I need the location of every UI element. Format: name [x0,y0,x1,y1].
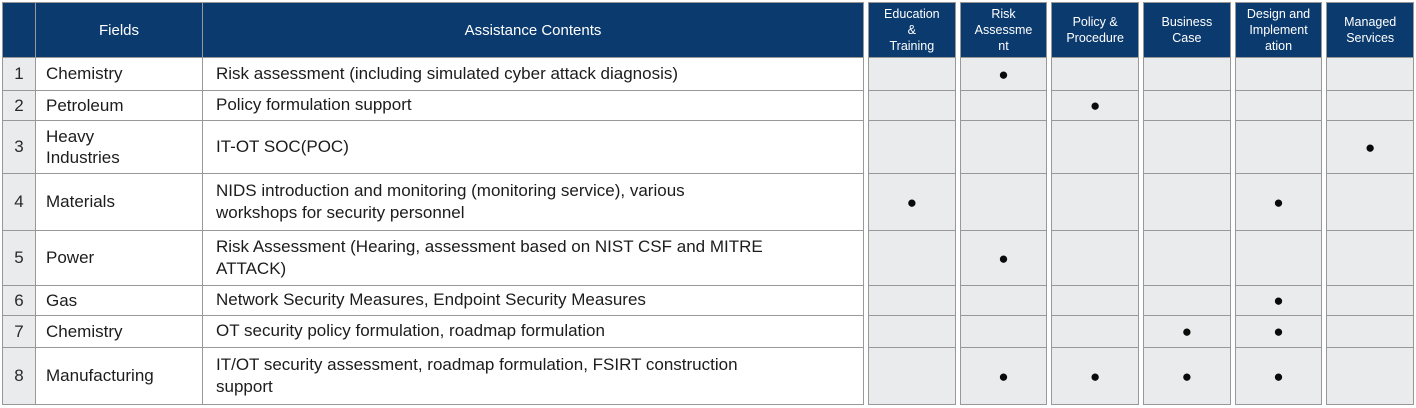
header-cell-row-number [3,3,36,57]
mark-cell [1235,57,1322,90]
mark-cell [1327,347,1414,404]
mark-cell [1235,120,1322,173]
mark-cell [960,120,1047,173]
field-cell: Chemistry [36,316,203,347]
mark-cell [1235,90,1322,120]
mark-cell: ● [869,173,955,230]
category-column-design-implementation: Design and Implement ation ● ● ● ● [1234,2,1323,405]
field-cell: Heavy Industries [36,121,203,173]
mark-cell: ● [1235,347,1322,404]
field-cell: Chemistry [36,58,203,90]
table-row: 2 Petroleum Policy formulation support [3,90,863,120]
row-number: 1 [3,58,36,90]
category-header: Business Case [1144,3,1230,57]
mark-cell [1144,285,1230,315]
category-column-managed-services: Managed Services ● [1326,2,1415,405]
category-column-policy-procedure: Policy & Procedure ● ● [1051,2,1140,405]
mark-cell: ● [1052,90,1139,120]
mark-cell [869,230,955,285]
mark-cell [960,173,1047,230]
mark-cell: ● [1235,315,1322,347]
table-row: 7 Chemistry OT security policy formulati… [3,315,863,347]
category-header: Education & Training [869,3,955,57]
mark-cell [1144,120,1230,173]
mark-cell [1327,173,1414,230]
mark-cell: ● [1144,347,1230,404]
table-row: 8 Manufacturing IT/OT security assessmen… [3,347,863,404]
mark-cell: ● [1327,120,1414,173]
content-cell: IT-OT SOC(POC) [203,121,863,173]
mark-cell [1144,90,1230,120]
mark-cell [1327,57,1414,90]
category-column-business-case: Business Case ● ● [1143,2,1231,405]
mark-cell: ● [960,347,1047,404]
mark-cell [1052,315,1139,347]
mark-cell [1144,230,1230,285]
category-columns: Education & Training ● Risk Assessme nt … [868,2,1415,405]
mark-cell [1144,173,1230,230]
mark-cell [1052,285,1139,315]
content-cell: Network Security Measures, Endpoint Secu… [203,286,863,315]
field-cell: Materials [36,174,203,230]
mark-cell [869,120,955,173]
table-row: 6 Gas Network Security Measures, Endpoin… [3,285,863,315]
table-row: 1 Chemistry Risk assessment (including s… [3,57,863,90]
row-number: 6 [3,286,36,315]
mark-cell: ● [1235,285,1322,315]
mark-cell [1327,285,1414,315]
row-number: 5 [3,231,36,285]
mark-cell [869,347,955,404]
content-cell: Risk assessment (including simulated cyb… [203,58,863,90]
mark-cell: ● [960,230,1047,285]
mark-cell [1327,315,1414,347]
mark-cell [960,90,1047,120]
field-cell: Petroleum [36,91,203,120]
mark-cell: ● [960,57,1047,90]
mark-cell: ● [1144,315,1230,347]
field-cell: Power [36,231,203,285]
row-number: 4 [3,174,36,230]
mark-cell [1052,57,1139,90]
category-header: Managed Services [1327,3,1414,57]
mark-cell [1327,230,1414,285]
row-number: 8 [3,348,36,404]
table-header-row: Fields Assistance Contents [3,3,863,57]
assistance-table: Fields Assistance Contents 1 Chemistry R… [2,2,864,405]
mark-cell [960,315,1047,347]
category-column-risk-assessment: Risk Assessme nt ● ● ● [959,2,1048,405]
mark-cell [960,285,1047,315]
field-cell: Manufacturing [36,348,203,404]
header-cell-assistance-contents: Assistance Contents [203,3,863,57]
header-cell-fields: Fields [36,3,203,57]
mark-cell [1327,90,1414,120]
row-number: 7 [3,316,36,347]
category-header: Policy & Procedure [1052,3,1139,57]
category-column-education-training: Education & Training ● [868,2,956,405]
content-cell: IT/OT security assessment, roadmap formu… [203,348,863,404]
mark-cell [1052,173,1139,230]
mark-cell [869,90,955,120]
table-row: 3 Heavy Industries IT-OT SOC(POC) [3,120,863,173]
mark-cell: ● [1052,347,1139,404]
mark-cell [869,285,955,315]
category-header: Design and Implement ation [1235,3,1322,57]
category-header: Risk Assessme nt [960,3,1047,57]
table-row: 5 Power Risk Assessment (Hearing, assess… [3,230,863,285]
mark-cell [1144,57,1230,90]
mark-cell: ● [1235,173,1322,230]
content-cell: Risk Assessment (Hearing, assessment bas… [203,231,863,285]
mark-cell [869,315,955,347]
mark-cell [869,57,955,90]
table-row: 4 Materials NIDS introduction and monito… [3,173,863,230]
mark-cell [1235,230,1322,285]
row-number: 2 [3,91,36,120]
content-cell: Policy formulation support [203,91,863,120]
mark-cell [1052,120,1139,173]
row-number: 3 [3,121,36,173]
content-cell: OT security policy formulation, roadmap … [203,316,863,347]
mark-cell [1052,230,1139,285]
content-cell: NIDS introduction and monitoring (monito… [203,174,863,230]
field-cell: Gas [36,286,203,315]
